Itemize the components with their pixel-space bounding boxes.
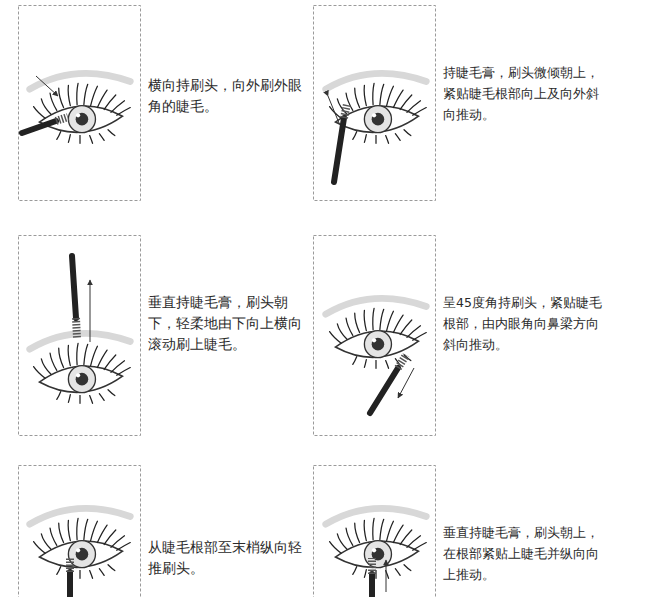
instruction-text: 横向持刷头，向外刷外眼角的睫毛。 — [148, 75, 306, 117]
instruction-text: 垂直持睫毛膏，刷头朝下，轻柔地由下向上横向滚动刷上睫毛。 — [148, 292, 306, 355]
panel-frame — [19, 6, 436, 597]
eye-figure — [30, 508, 131, 596]
instruction-text: 持睫毛膏，刷头微倾朝上，紧贴睫毛根部向上及向外斜向推动。 — [443, 62, 611, 125]
eye-figure — [22, 73, 130, 143]
eye-figure — [326, 73, 427, 182]
eye-figure — [326, 298, 427, 413]
eye-figure — [326, 508, 427, 596]
eye-figure — [30, 256, 131, 403]
instruction-text: 垂直持睫毛膏，刷头朝上，在根部紧贴上睫毛并纵向向上推动。 — [443, 522, 611, 585]
instruction-text: 从睫毛根部至末梢纵向轻推刷头。 — [148, 537, 306, 579]
instruction-text: 呈45度角持刷头，紧贴睫毛根部，由内眼角向鼻梁方向斜向推动。 — [443, 292, 611, 355]
